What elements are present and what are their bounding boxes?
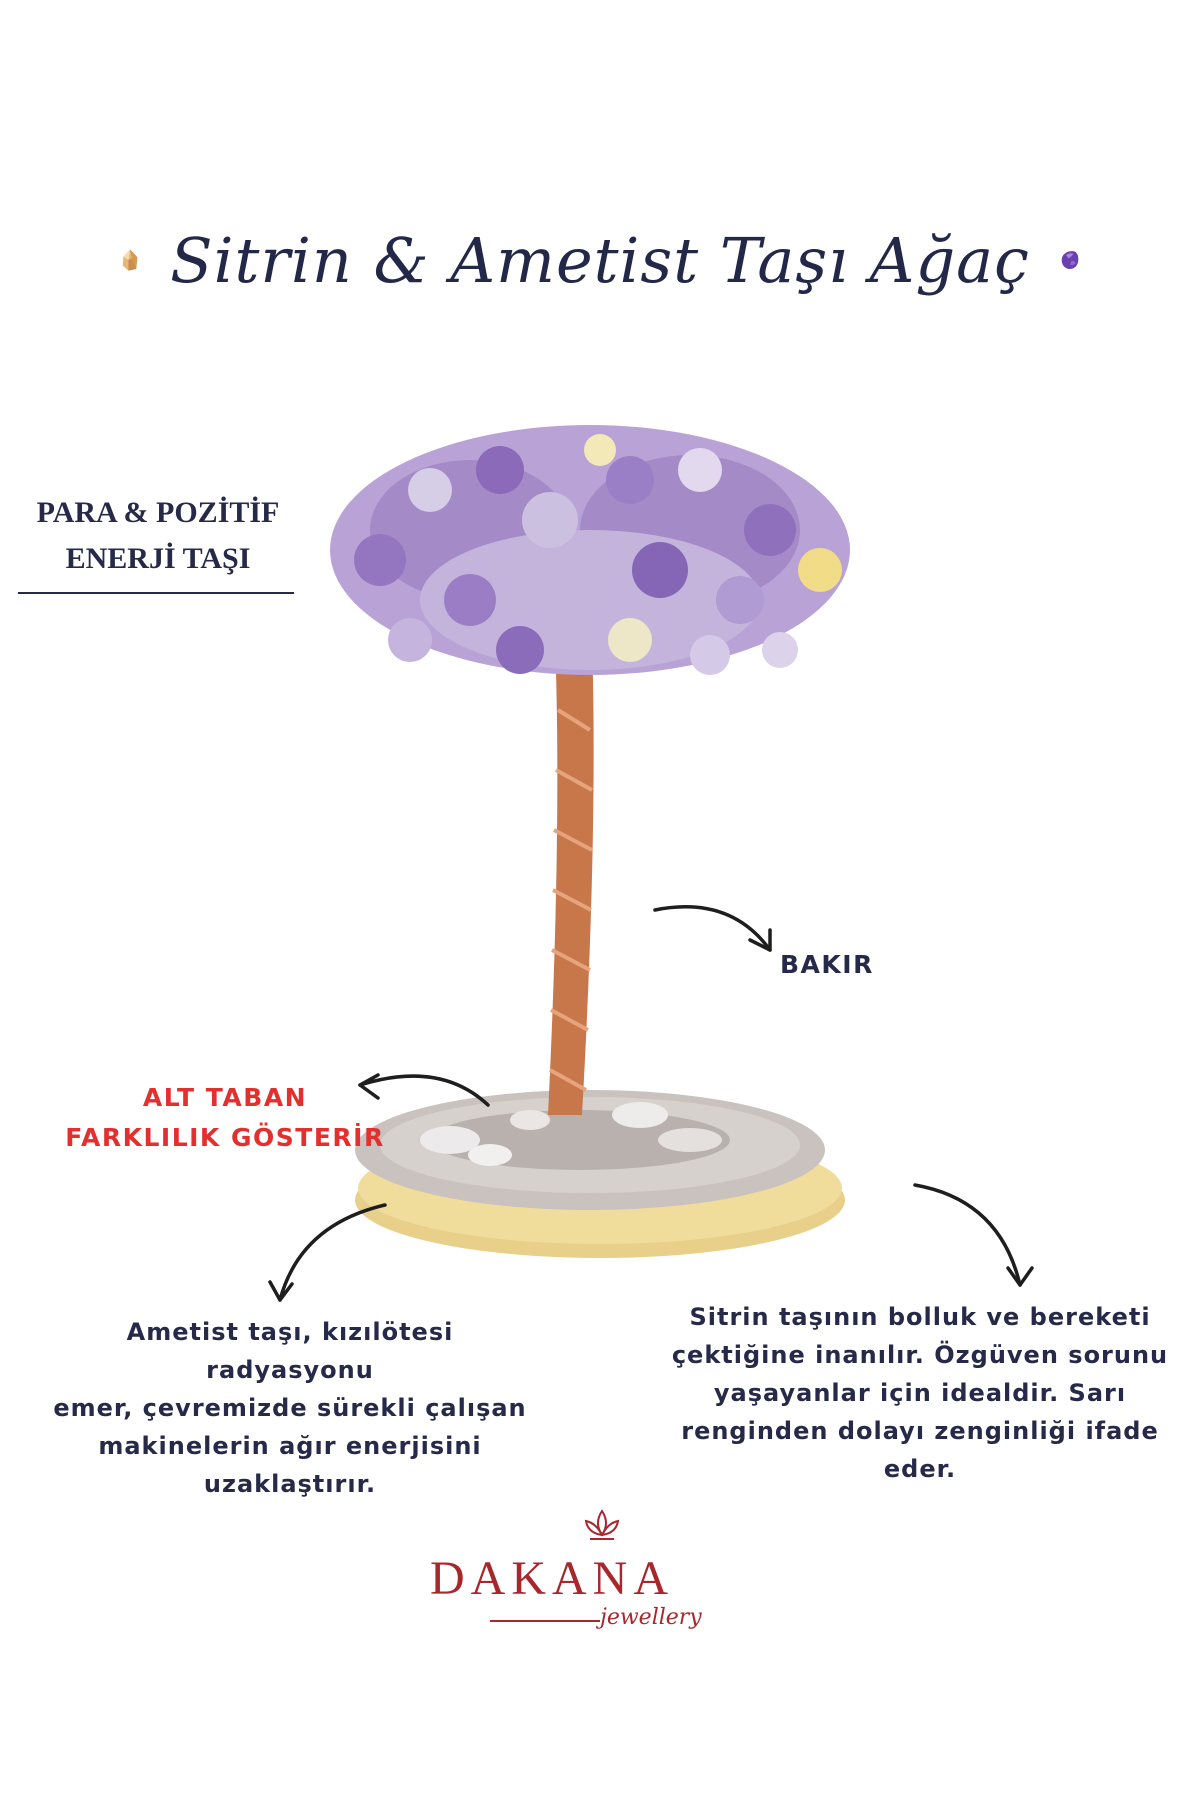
base-varies-label: ALT TABAN FARKLILIK GÖSTERİR [40, 1078, 410, 1158]
citrine-crystal-icon [122, 249, 138, 271]
page-title: Sitrin & Ametist Taşı Ağaç [170, 223, 1030, 297]
amethyst-line-1: Ametist taşı, kızılötesi radyasyonu [126, 1318, 454, 1384]
amethyst-description: Ametist taşı, kızılötesi radyasyonu emer… [40, 1313, 540, 1503]
base-label-line-1: ALT TABAN [142, 1083, 308, 1112]
title-row: Sitrin & Ametist Taşı Ağaç [120, 205, 1080, 315]
brand-logo: DAKANA jewellery [430, 1505, 730, 1645]
citrine-line-3: yaşayanlar için idealdir. Sarı [713, 1379, 1127, 1407]
arrow-to-sitrin [913, 1183, 1022, 1287]
amethyst-line-2: emer, çevremizde sürekli çalışan [53, 1394, 527, 1422]
badge-line-2: ENERJİ TAŞI [65, 542, 251, 575]
citrine-description: Sitrin taşının bolluk ve bereketi çektiğ… [660, 1298, 1180, 1488]
brand-rule [490, 1620, 600, 1622]
copper-trunk [548, 640, 594, 1115]
agate-base [355, 1090, 845, 1258]
brand-name: DAKANA [430, 1552, 674, 1605]
gem-canopy [330, 425, 850, 675]
badge-line-1: PARA & POZİTİF [36, 496, 280, 529]
money-energy-badge: PARA & POZİTİF ENERJİ TAŞI [18, 490, 298, 582]
badge-underline [18, 592, 294, 594]
lotus-logo-icon [584, 1509, 620, 1540]
brand-subtitle: jewellery [600, 1605, 702, 1630]
base-label-line-2: FARKLILIK GÖSTERİR [65, 1123, 385, 1152]
citrine-line-1: Sitrin taşının bolluk ve bereketi [689, 1303, 1151, 1331]
amethyst-stone-icon [1061, 251, 1079, 270]
amethyst-line-3: makinelerin ağır enerjisini [98, 1432, 482, 1460]
citrine-line-5: eder. [883, 1455, 957, 1483]
citrine-line-2: çektiğine inanılır. Özgüven sorunu [671, 1341, 1169, 1369]
gem-tree-image [330, 425, 850, 1258]
citrine-line-4: renginden dolayı zenginliği ifade [681, 1417, 1159, 1445]
amethyst-line-4: uzaklaştırır. [203, 1470, 377, 1498]
copper-label: BAKIR [780, 950, 874, 979]
